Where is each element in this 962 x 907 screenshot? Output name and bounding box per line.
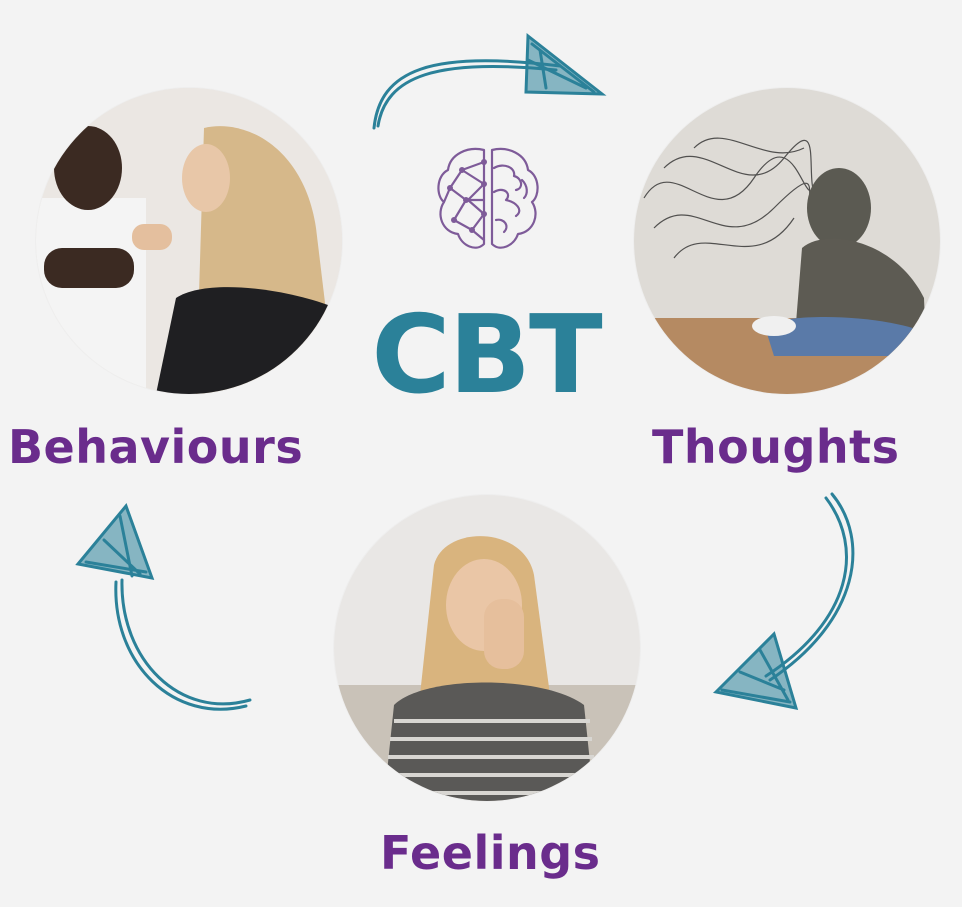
curved-arrow-icon [712,492,855,710]
diagram-title: CBT [371,293,602,418]
curved-arrow-icon [75,503,252,711]
thoughts-label: Thoughts [652,420,900,474]
thoughts-photo [634,88,940,394]
brain-icon [437,147,539,249]
curved-arrow-icon [372,33,607,130]
feelings-photo [334,495,640,801]
behaviours-photo [36,88,342,394]
feelings-label: Feelings [380,826,601,880]
behaviours-label: Behaviours [8,420,304,474]
